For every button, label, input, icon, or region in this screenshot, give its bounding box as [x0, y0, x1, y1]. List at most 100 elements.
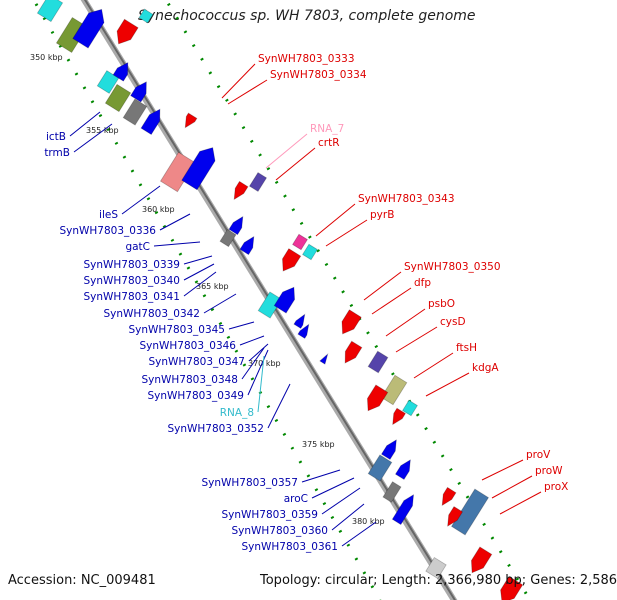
left-label-connector — [267, 383, 291, 429]
gene-label-left: SynWH7803_0339 — [83, 259, 180, 271]
gene-forward-6 — [367, 384, 389, 412]
left-label-connector — [311, 477, 355, 499]
feature-block-right-2 — [292, 233, 308, 251]
right-label-connector — [275, 147, 316, 181]
gene-label-left: aroC — [284, 493, 308, 505]
right-label-connector — [481, 459, 524, 481]
feature-block-right-4 — [367, 350, 389, 374]
feature-block-right-8 — [425, 556, 447, 580]
inner-tick-ring — [32, 0, 382, 600]
gene-label-right: pyrB — [370, 209, 394, 221]
accession-label: Accession: NC_009481 — [8, 573, 156, 588]
right-label-connector — [363, 271, 402, 301]
feature-block-left-3 — [104, 83, 132, 113]
left-label-connector — [183, 271, 217, 297]
gene-label-right: psbO — [428, 298, 455, 310]
right-label-connector — [425, 372, 470, 397]
gene-forward-8 — [441, 486, 457, 507]
right-label-connector — [315, 203, 356, 237]
gene-forward-4 — [341, 309, 362, 335]
gene-reverse-12 — [394, 459, 411, 480]
gene-forward-2 — [233, 180, 249, 201]
gene-label-right: SynWH7803_0350 — [404, 261, 501, 273]
gene-label-left: SynWH7803_0345 — [128, 324, 225, 336]
gene-label-right: proW — [535, 465, 563, 477]
genome-summary: Topology: circular; Length: 2,366,980 bp… — [260, 573, 617, 588]
feature-block-left-4 — [122, 98, 148, 126]
scale-label: 380 kbp — [352, 517, 385, 526]
gene-label-left: SynWH7803_0361 — [241, 541, 338, 553]
gene-reverse-3 — [140, 108, 161, 136]
gene-label-left: SynWH7803_0336 — [59, 225, 156, 237]
gene-forward-3 — [282, 248, 302, 272]
gene-forward-9 — [447, 506, 464, 527]
gene-label-left: SynWH7803_0360 — [231, 525, 328, 537]
right-label-connector — [491, 475, 533, 499]
gene-label-left: SynWH7803_0357 — [201, 477, 298, 489]
gene-label-left: SynWH7803_0341 — [83, 291, 180, 303]
gene-label-left: SynWH7803_0347 — [148, 356, 245, 368]
gene-label-left: ictB — [46, 131, 66, 143]
feature-block-right-3 — [302, 243, 318, 261]
gene-label-left: SynWH7803_0346 — [139, 340, 236, 352]
left-label-connector — [183, 255, 213, 265]
gene-reverse-8 — [293, 313, 306, 329]
feature-block-right-1 — [248, 172, 268, 192]
left-label-connector — [257, 355, 265, 413]
gene-label-left: SynWH7803_0352 — [167, 423, 264, 435]
gene-reverse-6 — [239, 235, 255, 256]
gene-label-right: kdgA — [472, 362, 499, 374]
gene-label-right: SynWH7803_0343 — [358, 193, 455, 205]
gene-label-left: SynWH7803_0359 — [221, 509, 318, 521]
gene-forward-1 — [184, 112, 198, 129]
gene-label-right: ftsH — [456, 342, 477, 354]
gene-label-left: ileS — [99, 209, 118, 221]
gene-label-right: crtR — [318, 137, 340, 149]
right-label-connector — [265, 133, 308, 169]
gene-reverse-5 — [228, 215, 244, 236]
left-label-connector — [73, 123, 113, 153]
feature-block-left-7 — [257, 291, 283, 319]
left-label-connector — [121, 185, 161, 215]
gene-forward-0 — [116, 18, 139, 45]
right-label-connector — [221, 63, 256, 99]
gene-label-right: SynWH7803_0333 — [258, 53, 355, 65]
feature-block-left-6 — [219, 228, 237, 248]
feature-block-right-0 — [138, 8, 154, 24]
gene-label-left: SynWH7803_0342 — [103, 308, 200, 320]
left-label-connector — [301, 469, 341, 483]
gene-label-left: SynWH7803_0348 — [141, 374, 238, 386]
scale-label: 365 kbp — [196, 282, 229, 291]
genome-title: Synechococcus sp. WH 7803, complete geno… — [138, 8, 476, 24]
gene-label-left: RNA_8 — [220, 407, 254, 419]
gene-label-right: SynWH7803_0334 — [270, 69, 367, 81]
left-label-connector — [341, 521, 377, 547]
left-label-connector — [69, 111, 101, 137]
gene-label-left: gatC — [125, 241, 150, 253]
right-label-connector — [499, 491, 542, 515]
scale-label: 355 kbp — [86, 126, 119, 135]
left-label-connector — [203, 293, 237, 314]
gene-reverse-11 — [380, 439, 397, 460]
right-label-connector — [325, 219, 368, 247]
right-label-connector — [371, 287, 412, 315]
left-label-connector — [321, 487, 361, 515]
gene-label-left: trmB — [44, 147, 70, 159]
feature-block-left-8 — [367, 454, 393, 482]
gene-reverse-13 — [391, 493, 415, 526]
gene-label-left: SynWH7803_0340 — [83, 275, 180, 287]
left-label-connector — [239, 335, 265, 346]
gene-label-right: cysD — [440, 316, 466, 328]
gene-forward-10 — [471, 546, 493, 574]
gene-reverse-0 — [72, 8, 105, 49]
left-label-connector — [248, 343, 269, 362]
gene-forward-11 — [500, 575, 524, 600]
gene-forward-7 — [392, 407, 406, 426]
scale-label: 370 kbp — [248, 359, 281, 368]
genome-map-canvas: Synechococcus sp. WH 7803, complete geno… — [8, 0, 617, 600]
feature-block-left-9 — [382, 481, 402, 503]
left-label-connector — [247, 349, 269, 396]
feature-block-right-7 — [451, 488, 489, 536]
gene-reverse-10 — [319, 352, 329, 365]
